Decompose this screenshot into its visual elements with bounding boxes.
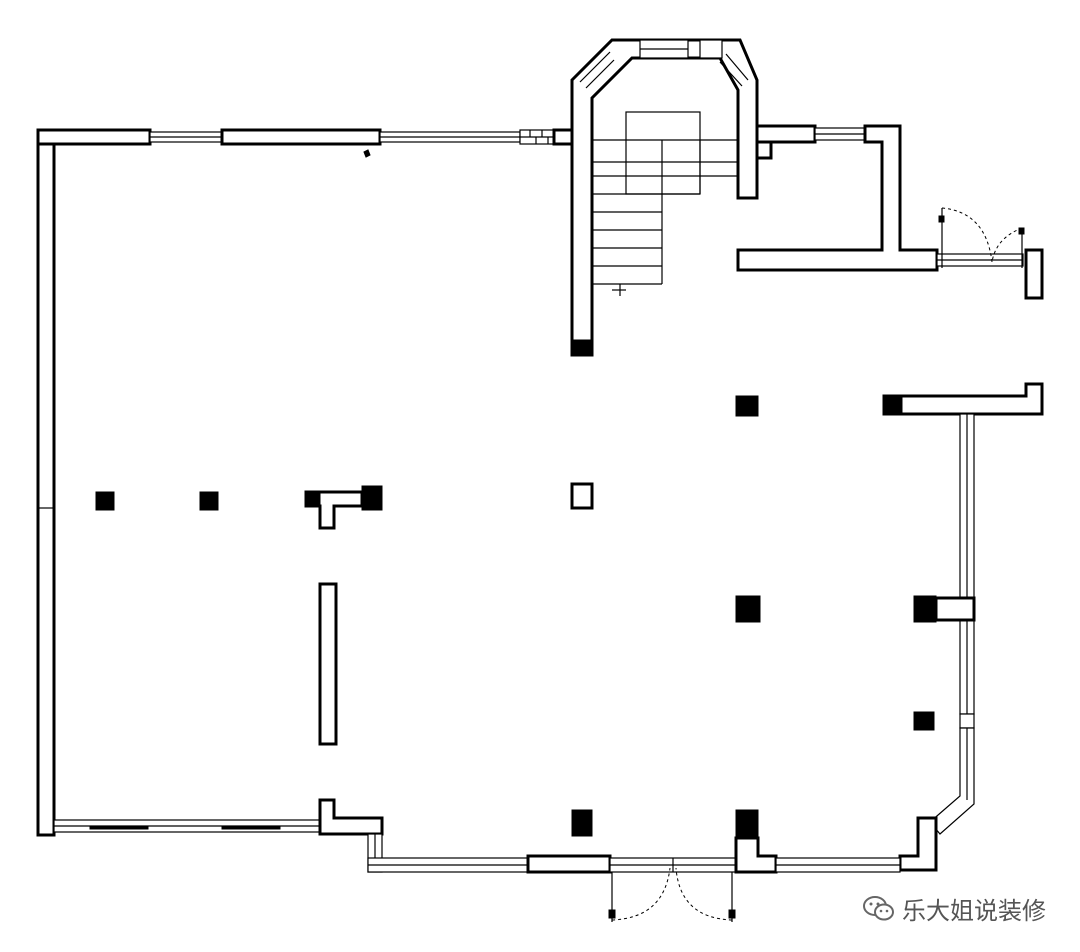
- column: [735, 395, 759, 417]
- stair-bay: [570, 38, 759, 357]
- column: [95, 491, 115, 511]
- partition-wall: [318, 582, 338, 746]
- column: [571, 809, 593, 837]
- column: [913, 595, 937, 623]
- top-wall: [36, 128, 574, 158]
- column: [913, 711, 935, 731]
- column: [735, 595, 761, 623]
- watermark-text: 乐大姐说装修: [902, 897, 1046, 925]
- bottom-wall: [53, 798, 901, 922]
- left-outer-wall: [36, 128, 56, 837]
- column: [361, 485, 383, 511]
- columns: [95, 395, 976, 837]
- watermark: 乐大姐说装修: [862, 891, 1046, 926]
- upper-right-walls: [736, 124, 1044, 300]
- column-outline: [570, 482, 594, 510]
- right-walls: [882, 382, 1044, 872]
- wechat-icon: [863, 895, 894, 920]
- column: [199, 491, 219, 511]
- staircase: [592, 111, 738, 296]
